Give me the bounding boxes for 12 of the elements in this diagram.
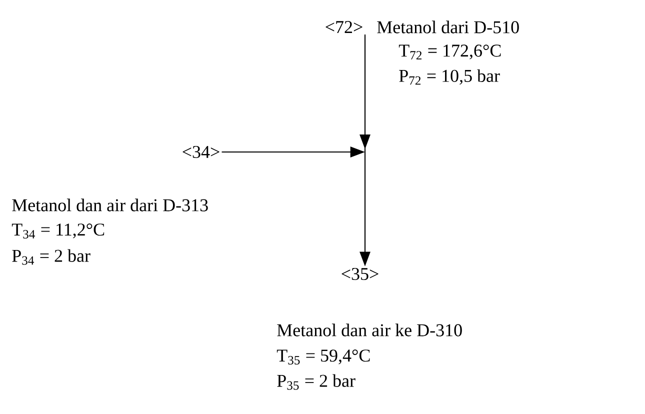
stream-condition: Metanol dan air dari D-313 <box>12 198 208 212</box>
stream-condition: P$_{72}$ = 10,5 bar <box>399 69 500 85</box>
stream-condition: P$_{35}$ = 2 bar <box>277 374 356 390</box>
stream-condition: T$_{72}$ = 172,6°C <box>398 44 501 60</box>
stream-number: <72> <box>326 21 362 33</box>
stream-condition: P$_{34}$ = 2 bar <box>12 249 90 265</box>
stream-condition: Metanol dan air ke D-310 <box>277 324 462 336</box>
stream-condition: T$_{34}$ = 11,2°C <box>12 224 104 238</box>
stream-number: <35> <box>342 268 378 280</box>
stream-number: <34> <box>182 146 220 158</box>
stream-condition: T$_{35}$ = 59,4°C <box>276 350 370 364</box>
stream-condition: Metanol dari D-510 <box>377 20 519 34</box>
